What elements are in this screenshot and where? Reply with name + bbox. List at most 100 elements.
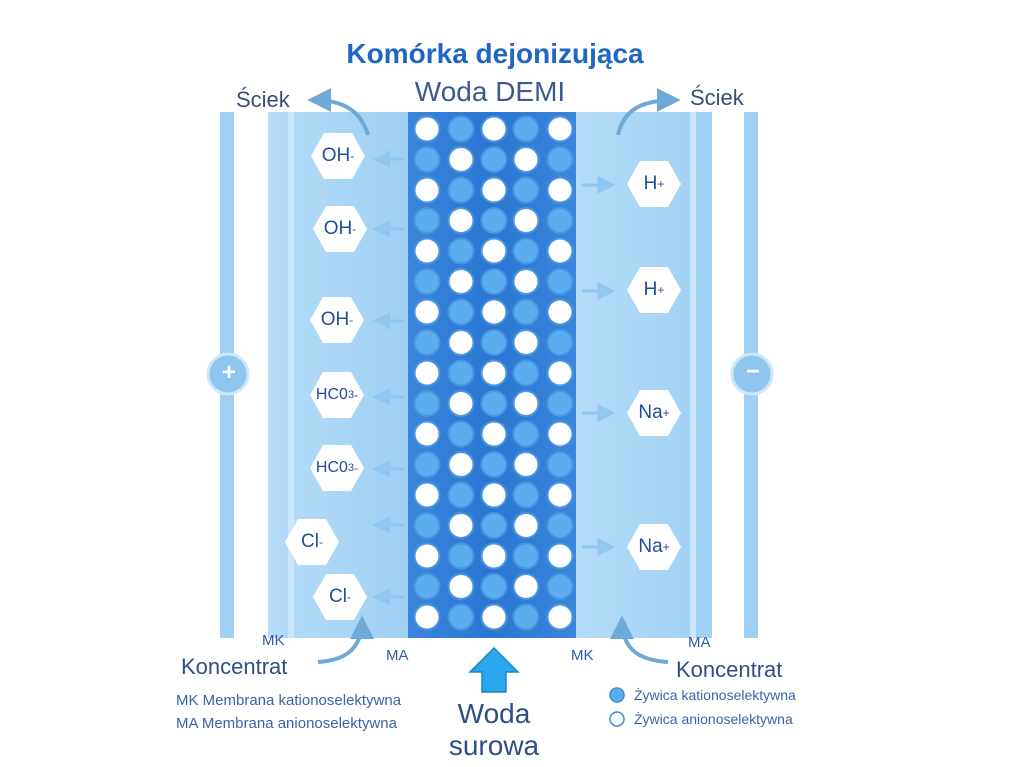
hexagon-shape <box>627 267 681 313</box>
ion-subscript: 3 <box>347 462 355 474</box>
ion-formula: Na <box>638 536 663 557</box>
cation-resin-bead <box>546 390 574 417</box>
cation-resin-bead <box>413 512 441 539</box>
ion-charge: - <box>354 461 359 475</box>
ion-charge: - <box>318 535 323 549</box>
ion-charge: + <box>657 283 665 297</box>
concentrate-right-label: Koncentrat <box>676 657 783 682</box>
anion-hexagon: Cl- <box>312 573 368 621</box>
anion-resin-bead <box>512 329 540 356</box>
anion-resin-bead <box>447 207 475 234</box>
ion-formula: OH <box>320 309 350 330</box>
cation-resin-bead <box>480 512 508 539</box>
membrane-mk-right-line <box>690 112 696 638</box>
anion-resin-bead <box>512 573 540 600</box>
anion-resin-bead <box>447 512 475 539</box>
ion-label: OH- <box>312 205 368 253</box>
legend-cation-resin-icon <box>609 687 625 703</box>
cation-hexagon: Na+ <box>626 523 682 571</box>
membrane-legend-ma: MA Membrana anionoselektywna <box>176 715 397 732</box>
anion-resin-bead <box>512 268 540 295</box>
waste-left-arrow <box>307 88 370 136</box>
anion-resin-bead <box>447 451 475 478</box>
anion-resin-bead <box>447 390 475 417</box>
waste-right-arrow <box>616 88 681 136</box>
cation-resin-bead <box>546 329 574 356</box>
cation-resin-bead <box>546 146 574 173</box>
anion-resin-bead <box>546 176 574 204</box>
anion-resin-bead <box>480 603 508 631</box>
diagram-title: Komórka dejonizująca <box>346 38 644 69</box>
cation-resin-bead <box>546 268 574 295</box>
cation-resin-bead <box>480 573 508 600</box>
anion-resin-bead <box>413 542 441 570</box>
ion-charge: - <box>349 313 354 327</box>
ion-formula: HC0 <box>315 459 348 476</box>
cation-resin-bead <box>546 573 574 600</box>
cation-resin-bead <box>512 420 540 448</box>
ion-arrows <box>372 150 616 606</box>
ion-formula: HC0 <box>315 386 348 403</box>
ion-label: Na+ <box>626 389 682 437</box>
anion-resin-bead <box>546 115 574 143</box>
anion-resin-bead <box>480 420 508 448</box>
membrane-legend-mk: MK Membrana kationoselektywna <box>176 692 402 709</box>
ion-formula: Cl <box>329 586 347 607</box>
ion-formula: Na <box>638 402 663 423</box>
anion-resin-bead <box>413 176 441 204</box>
cation-resin-bead <box>447 298 475 326</box>
anion-resin-bead <box>512 207 540 234</box>
cation-resin-bead <box>413 451 441 478</box>
ion-label: Cl- <box>284 518 340 566</box>
cation-resin-bead <box>447 115 475 143</box>
ion-charge: - <box>354 388 359 402</box>
cation-resin-bead <box>413 329 441 356</box>
cation-resin-bead <box>480 146 508 173</box>
anion-resin-bead <box>413 237 441 265</box>
cation-resin-bead <box>447 542 475 570</box>
anion-hexagon: Cl- <box>284 518 340 566</box>
demi-water-label: Woda DEMI <box>414 76 566 107</box>
anion-hexagon: OH- <box>309 296 365 344</box>
anion-resin-bead <box>512 451 540 478</box>
anion-resin-bead <box>447 573 475 600</box>
ion-subscript: 3 <box>347 389 355 401</box>
cation-resin-bead <box>512 481 540 509</box>
hexagon-shape <box>310 297 364 343</box>
anion-resin-bead <box>546 237 574 265</box>
cation-resin-bead <box>447 603 475 631</box>
positive-terminal <box>206 352 250 396</box>
cation-hexagon: H+ <box>626 160 682 208</box>
cation-resin-bead <box>413 573 441 600</box>
anion-resin-bead <box>546 359 574 387</box>
ion-charge: + <box>662 540 670 554</box>
hexagon-shape <box>313 206 367 252</box>
membrane-mk-left-line <box>288 112 294 638</box>
hexagon-shape <box>310 372 364 418</box>
cation-resin-bead <box>512 237 540 265</box>
ion-charge: + <box>662 406 670 420</box>
ion-formula: OH <box>323 218 353 239</box>
anion-resin-bead <box>480 237 508 265</box>
cation-resin-bead <box>413 390 441 417</box>
anion-hexagon: OH- <box>310 132 366 180</box>
raw-water-label: Woda surowa <box>442 698 546 762</box>
anion-resin-bead <box>512 146 540 173</box>
resin-legend-cation: Żywica kationoselektywna <box>634 687 796 703</box>
cation-resin-bead <box>546 207 574 234</box>
ion-charge: - <box>352 222 357 236</box>
cation-hexagon: Na+ <box>626 389 682 437</box>
anion-resin-bead <box>480 359 508 387</box>
cation-resin-bead <box>480 207 508 234</box>
concentrate-left-label: Koncentrat <box>181 654 288 679</box>
cation-resin-bead <box>447 237 475 265</box>
cation-resin-bead <box>546 512 574 539</box>
resin-legend-anion: Żywica anionoselektywna <box>634 711 793 727</box>
hexagon-shape <box>313 574 367 620</box>
hexagon-shape <box>627 390 681 436</box>
raw-water-arrow <box>468 646 520 693</box>
hexagon-shape <box>627 161 681 207</box>
